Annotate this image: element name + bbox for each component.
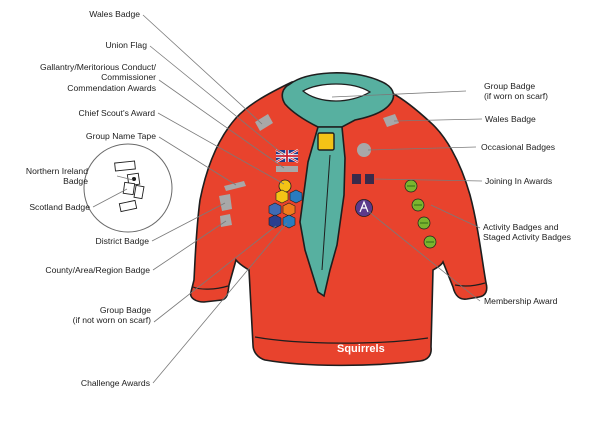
occasional-badge <box>357 143 371 157</box>
joining-in-award-1 <box>352 174 361 184</box>
district-badge-patch <box>219 194 232 211</box>
label-chief-scouts-award: Chief Scout's Award <box>78 108 155 118</box>
label-group-badge-left: Group Badge (if not worn on scarf) <box>72 305 151 326</box>
label-scotland-badge: Scotland Badge <box>29 202 90 212</box>
squirrels-wordmark: Squirrels <box>337 343 385 355</box>
label-union-flag: Union Flag <box>105 40 147 50</box>
left-shoulder-patch <box>255 114 273 131</box>
label-northern-ireland-badge: Northern Ireland Badge <box>25 166 88 187</box>
scarf-tails <box>299 126 346 298</box>
group-name-tape-patch <box>224 181 246 191</box>
leader-lines <box>92 14 483 384</box>
joining-in-award-2 <box>365 174 374 184</box>
jumper-hem <box>254 336 429 344</box>
right-cuff-line <box>454 282 486 287</box>
label-county-badge: County/Area/Region Badge <box>45 265 150 275</box>
label-group-name-tape: Group Name Tape <box>85 131 156 141</box>
challenge-awards <box>268 189 303 229</box>
label-joining-in-awards: Joining In Awards <box>485 176 553 186</box>
sleeve-callout-patches <box>114 160 145 213</box>
label-wales-badge-left: Wales Badge <box>89 9 140 19</box>
label-occasional-badges: Occasional Badges <box>481 142 556 152</box>
membership-award-emblem <box>359 200 369 213</box>
label-membership-award: Membership Award <box>484 296 558 306</box>
label-district-badge: District Badge <box>95 236 150 246</box>
activity-badges <box>404 179 437 249</box>
label-challenge-awards: Challenge Awards <box>80 378 150 388</box>
woggle <box>317 132 335 151</box>
union-flag <box>275 149 299 163</box>
label-gallantry-awards: Gallantry/Meritorious Conduct/ Commissio… <box>39 62 156 93</box>
right-shoulder-patch <box>383 114 399 127</box>
label-group-badge-right: Group Badge (if worn on scarf) <box>484 81 548 102</box>
county-badge-patch <box>220 214 232 227</box>
label-wales-badge-right: Wales Badge <box>485 114 536 124</box>
gallantry-bar <box>276 166 298 172</box>
label-activity-badges: Activity Badges and Staged Activity Badg… <box>483 222 571 243</box>
neck-opening <box>301 83 372 102</box>
left-cuff-line <box>192 285 229 290</box>
scarf-fold <box>321 154 331 271</box>
